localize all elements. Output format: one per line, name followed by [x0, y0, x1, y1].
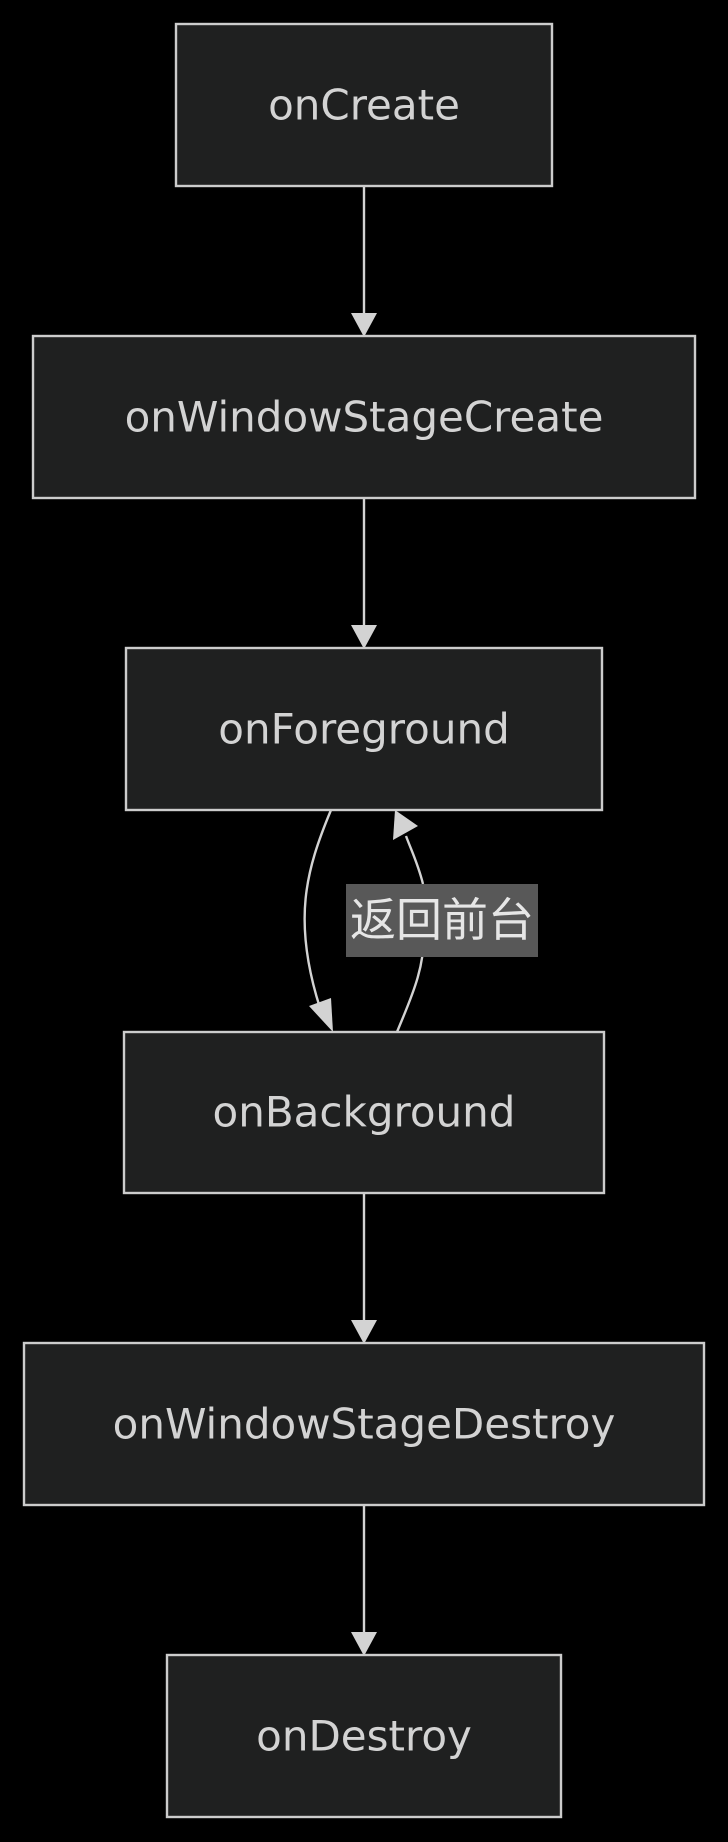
node-label: onWindowStageDestroy	[113, 1400, 616, 1449]
node-onbackground: onBackground	[122, 1030, 606, 1195]
edge-oncreate-to-onwindowstagecreate	[351, 186, 377, 337]
node-onwindowstagedestroy: onWindowStageDestroy	[22, 1341, 706, 1507]
node-onwindowstagecreate: onWindowStageCreate	[31, 334, 697, 500]
edge-onwindowstagedestroy-to-ondestroy	[351, 1505, 377, 1656]
edge-onwindowstagecreate-to-onforeground	[351, 498, 377, 649]
node-oncreate: onCreate	[174, 22, 554, 188]
arrow-head-icon	[351, 1320, 377, 1344]
node-label: onWindowStageCreate	[125, 393, 604, 442]
node-ondestroy: onDestroy	[165, 1653, 563, 1819]
node-label: onCreate	[268, 81, 460, 130]
edge-label-text: 返回前台	[350, 893, 534, 947]
node-label: onDestroy	[256, 1712, 472, 1761]
arrow-head-icon	[393, 810, 418, 840]
edge-onforeground-to-onbackground	[303, 809, 333, 1032]
arrow-head-icon	[351, 1632, 377, 1656]
node-label: onForeground	[218, 705, 509, 754]
edge-label-return-to-foreground: 返回前台	[346, 884, 538, 957]
arrow-head-icon	[351, 313, 377, 337]
nodes: onCreate onWindowStageCreate onForegroun…	[22, 22, 706, 1819]
node-onforeground: onForeground	[124, 646, 604, 812]
arrow-head-icon	[309, 998, 333, 1032]
node-label: onBackground	[213, 1088, 516, 1137]
edge-onbackground-to-onwindowstagedestroy	[351, 1193, 377, 1344]
arrow-head-icon	[351, 625, 377, 649]
edges	[303, 186, 426, 1656]
